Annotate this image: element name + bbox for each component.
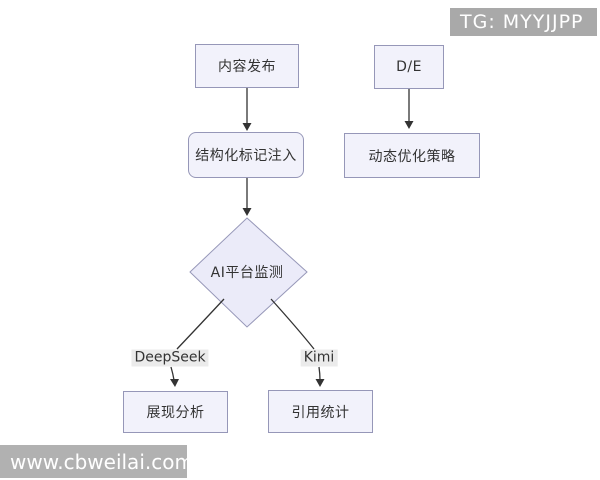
monitor-diamond-shape [189, 217, 308, 328]
arrowhead-markup-to-monitor [242, 208, 252, 216]
node-display[interactable]: 展现分析 [123, 391, 228, 433]
node-monitor[interactable]: AI平台监测 [210, 265, 284, 281]
edge-label-deepseek: DeepSeek [131, 349, 209, 367]
telegram-badge: TG: MYYJJPP [450, 8, 597, 36]
edge-monitor-to-citation-upper [270, 298, 315, 350]
arrowhead-publish-to-markup [242, 123, 252, 131]
node-citation[interactable]: 引用统计 [268, 390, 373, 433]
edge-monitor-to-display-lower [170, 366, 175, 381]
node-markup[interactable]: 结构化标记注入 [188, 132, 304, 178]
node-strategy[interactable]: 动态优化策略 [344, 133, 480, 178]
edge-label-kimi: Kimi [300, 349, 338, 367]
watermark-badge: www.cbweilai.com [0, 445, 194, 478]
arrowhead-monitor-to-citation [315, 379, 325, 387]
edge-monitor-to-citation-lower [318, 366, 321, 381]
node-de[interactable]: D/E [374, 45, 444, 89]
arrowhead-de-to-strategy [404, 121, 414, 129]
arrowhead-monitor-to-display [170, 379, 179, 387]
node-publish[interactable]: 内容发布 [195, 44, 299, 88]
edge-monitor-to-display-upper [176, 298, 225, 350]
